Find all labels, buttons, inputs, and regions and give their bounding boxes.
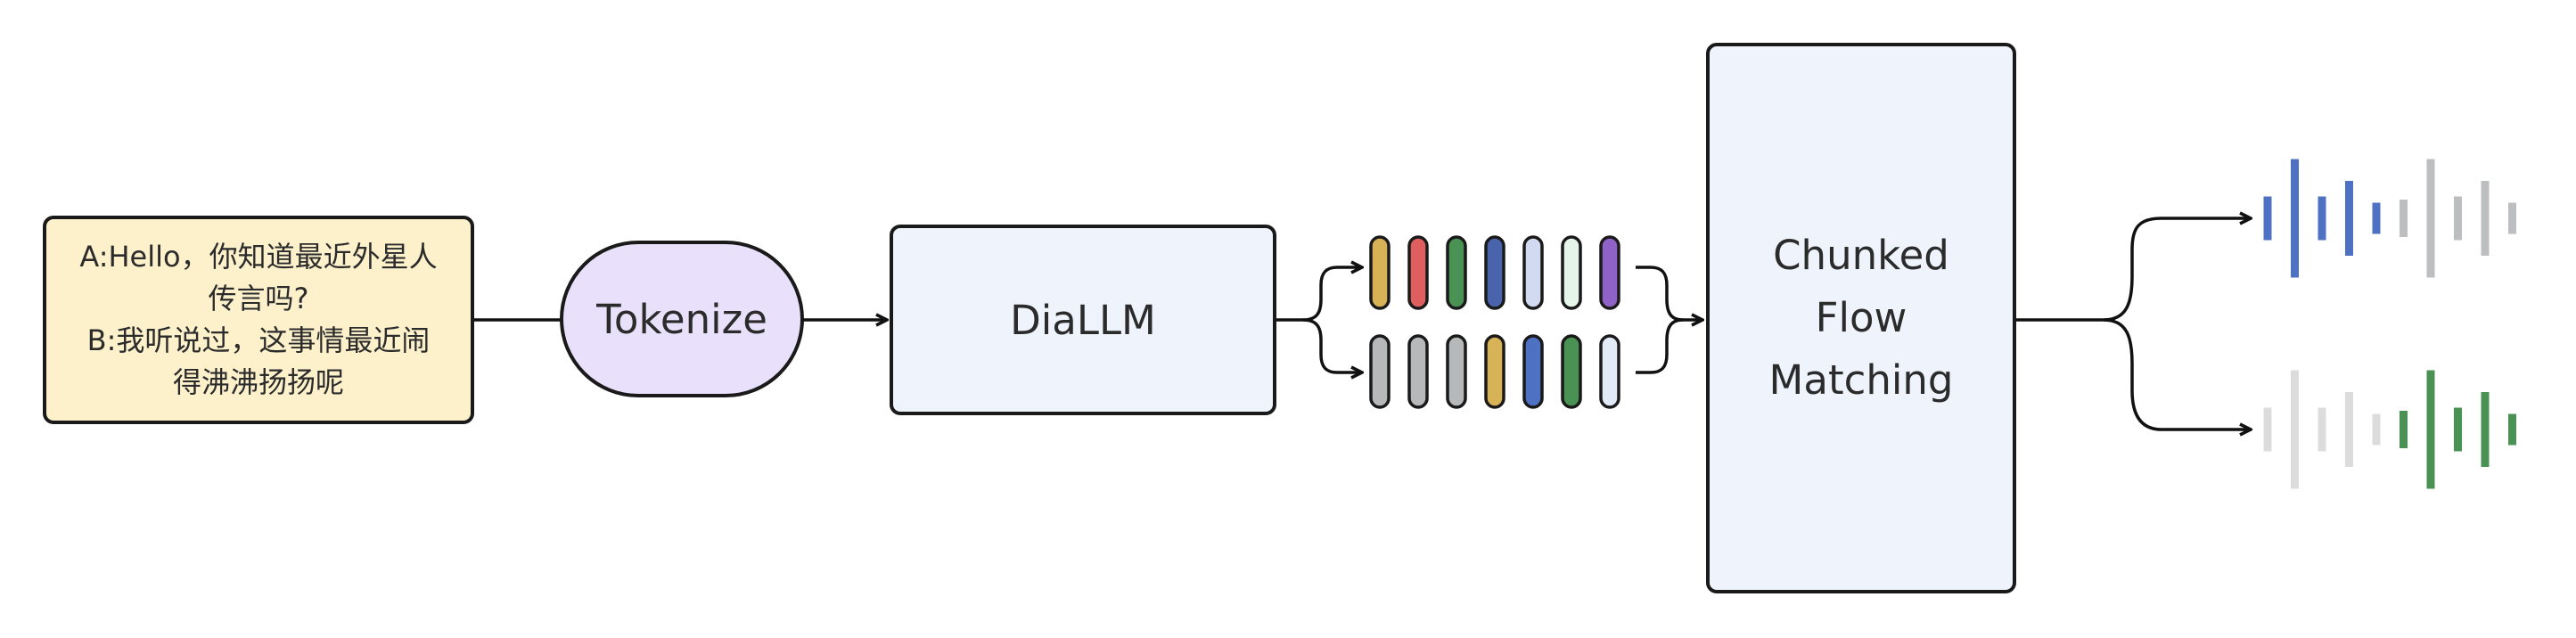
dialogue-line-2: 传言吗? [208,282,309,315]
dialogue-line-1: A:Hello，你知道最近外星人 [79,240,438,274]
token-pill [1561,334,1582,409]
flow-output-connector-upper [2016,218,2251,322]
token-pill [1369,334,1391,409]
chunked-flow-matching-node [1706,43,2016,593]
flow-label-line-3: Matching [1768,356,1954,404]
diallm-split-connector-lower [1302,318,1362,372]
token-grid [1369,235,1620,409]
chunked-flow-matching-label: Chunked Flow Matching [1708,45,2014,592]
input-dialogue-text: A:Hello，你知道最近外星人 传言吗? B:我听说过，这事情最近闹 得沸沸扬… [45,217,472,422]
tokens-merge-connector-lower [1636,318,1684,374]
dialogue-line-4: 得沸沸扬扬呢 [172,365,344,399]
dialogue-line-3: B:我听说过，这事情最近闹 [86,323,431,357]
diallm-split-connector [1276,267,1362,322]
token-pill [1522,235,1544,310]
diallm-label-wrap: DiaLLM [891,226,1275,413]
flow-label-line-2: Flow [1815,294,1907,341]
token-pill [1369,235,1391,310]
tokenize-label: Tokenize [596,295,767,343]
tokenize-label-wrap: Tokenize [562,242,802,396]
diallm-node [890,225,1276,415]
token-pill [1522,334,1544,409]
token-pill [1407,334,1429,409]
token-pill [1599,334,1620,409]
input-dialogue-box [43,216,474,424]
flow-output-connector-lower [2103,318,2251,429]
diallm-label: DiaLLM [1010,296,1156,344]
token-pill [1446,235,1467,310]
token-pill [1599,235,1620,310]
token-pill [1407,235,1429,310]
token-pill [1446,334,1467,409]
token-pill [1484,334,1505,409]
token-pill [1561,235,1582,310]
waveform-outputs [2263,159,2516,489]
flow-label-line-1: Chunked [1773,232,1949,279]
token-pill [1484,235,1505,310]
tokens-merge-connector [1636,266,1702,320]
